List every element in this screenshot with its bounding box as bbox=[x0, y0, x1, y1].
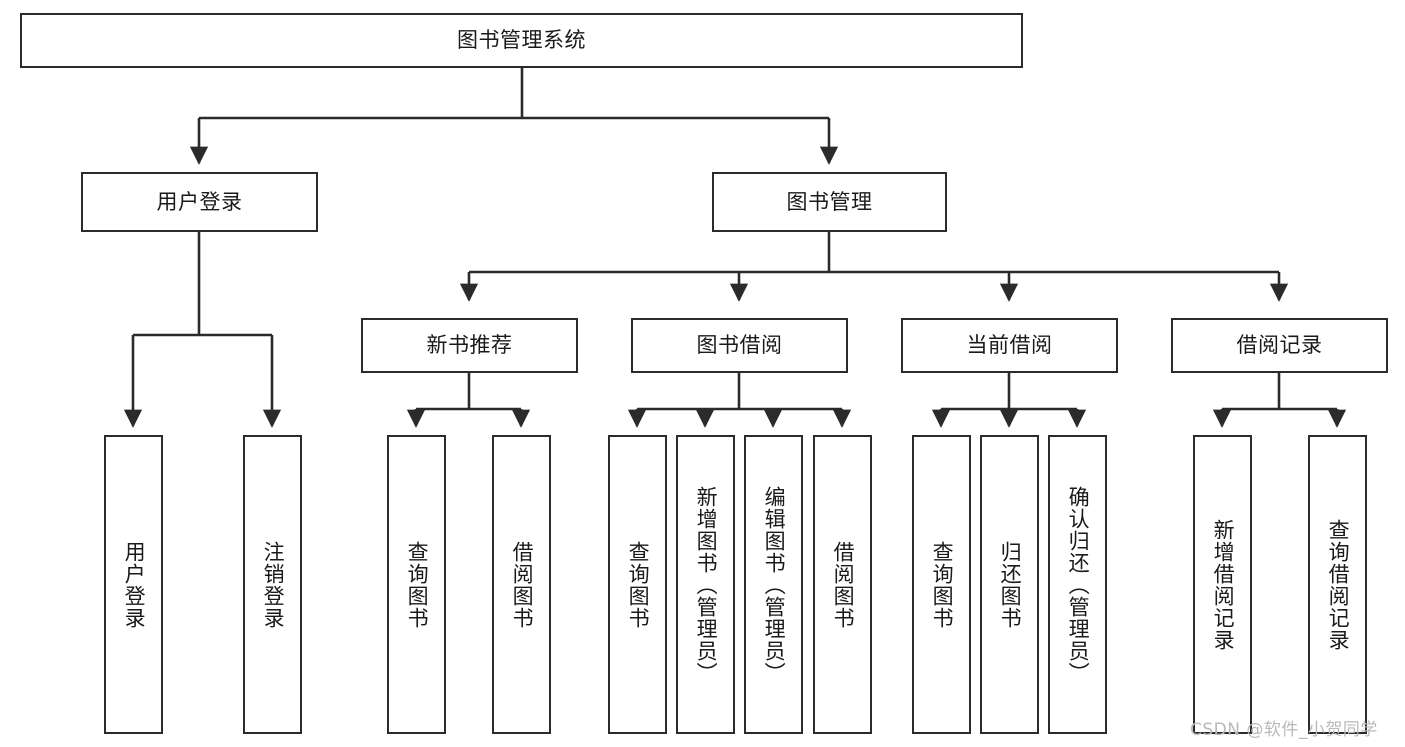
node-leaf-query-record-label: 查询借阅记录 bbox=[1326, 518, 1351, 651]
node-new-book-recommend-label: 新书推荐 bbox=[426, 333, 513, 358]
node-book-manage-label: 图书管理 bbox=[786, 189, 873, 214]
node-leaf-logout-label: 注销登录 bbox=[261, 540, 286, 629]
node-book-borrow-label: 图书借阅 bbox=[696, 333, 783, 358]
node-leaf-query-book-1-label: 查询图书 bbox=[405, 540, 430, 629]
node-leaf-query-book-2[interactable]: 查询图书 bbox=[608, 435, 667, 734]
node-leaf-add-book-label: 新增图书（管理员） bbox=[694, 485, 719, 684]
node-current-borrow-label: 当前借阅 bbox=[966, 333, 1053, 358]
node-leaf-user-login-label: 用户登录 bbox=[122, 540, 147, 629]
node-leaf-borrow-book-1-label: 借阅图书 bbox=[510, 540, 535, 629]
node-leaf-return-book-label: 归还图书 bbox=[998, 540, 1023, 629]
node-leaf-query-record[interactable]: 查询借阅记录 bbox=[1308, 435, 1367, 734]
node-borrow-record-label: 借阅记录 bbox=[1236, 333, 1323, 358]
node-leaf-add-record-label: 新增借阅记录 bbox=[1211, 518, 1236, 651]
node-leaf-return-book[interactable]: 归还图书 bbox=[980, 435, 1039, 734]
node-leaf-borrow-book-2-label: 借阅图书 bbox=[831, 540, 856, 629]
node-leaf-query-book-1[interactable]: 查询图书 bbox=[387, 435, 446, 734]
node-leaf-query-book-3-label: 查询图书 bbox=[930, 540, 955, 629]
node-user-login[interactable]: 用户登录 bbox=[81, 172, 318, 232]
node-leaf-confirm-return[interactable]: 确认归还（管理员） bbox=[1048, 435, 1107, 734]
node-borrow-record[interactable]: 借阅记录 bbox=[1171, 318, 1388, 373]
node-leaf-add-book[interactable]: 新增图书（管理员） bbox=[676, 435, 735, 734]
node-leaf-borrow-book-1[interactable]: 借阅图书 bbox=[492, 435, 551, 734]
node-leaf-query-book-2-label: 查询图书 bbox=[626, 540, 651, 629]
node-leaf-add-record[interactable]: 新增借阅记录 bbox=[1193, 435, 1252, 734]
node-new-book-recommend[interactable]: 新书推荐 bbox=[361, 318, 578, 373]
node-root-label: 图书管理系统 bbox=[457, 28, 586, 53]
node-root[interactable]: 图书管理系统 bbox=[20, 13, 1023, 68]
node-leaf-edit-book[interactable]: 编辑图书（管理员） bbox=[744, 435, 803, 734]
node-book-manage[interactable]: 图书管理 bbox=[712, 172, 947, 232]
node-user-login-label: 用户登录 bbox=[156, 189, 243, 214]
node-leaf-borrow-book-2[interactable]: 借阅图书 bbox=[813, 435, 872, 734]
node-leaf-user-login[interactable]: 用户登录 bbox=[104, 435, 163, 734]
node-current-borrow[interactable]: 当前借阅 bbox=[901, 318, 1118, 373]
node-leaf-logout[interactable]: 注销登录 bbox=[243, 435, 302, 734]
node-book-borrow[interactable]: 图书借阅 bbox=[631, 318, 848, 373]
node-leaf-confirm-return-label: 确认归还（管理员） bbox=[1066, 485, 1091, 684]
csdn-watermark: CSDN @软件_小贺同学 bbox=[1190, 720, 1378, 740]
node-leaf-query-book-3[interactable]: 查询图书 bbox=[912, 435, 971, 734]
node-leaf-edit-book-label: 编辑图书（管理员） bbox=[762, 485, 787, 684]
